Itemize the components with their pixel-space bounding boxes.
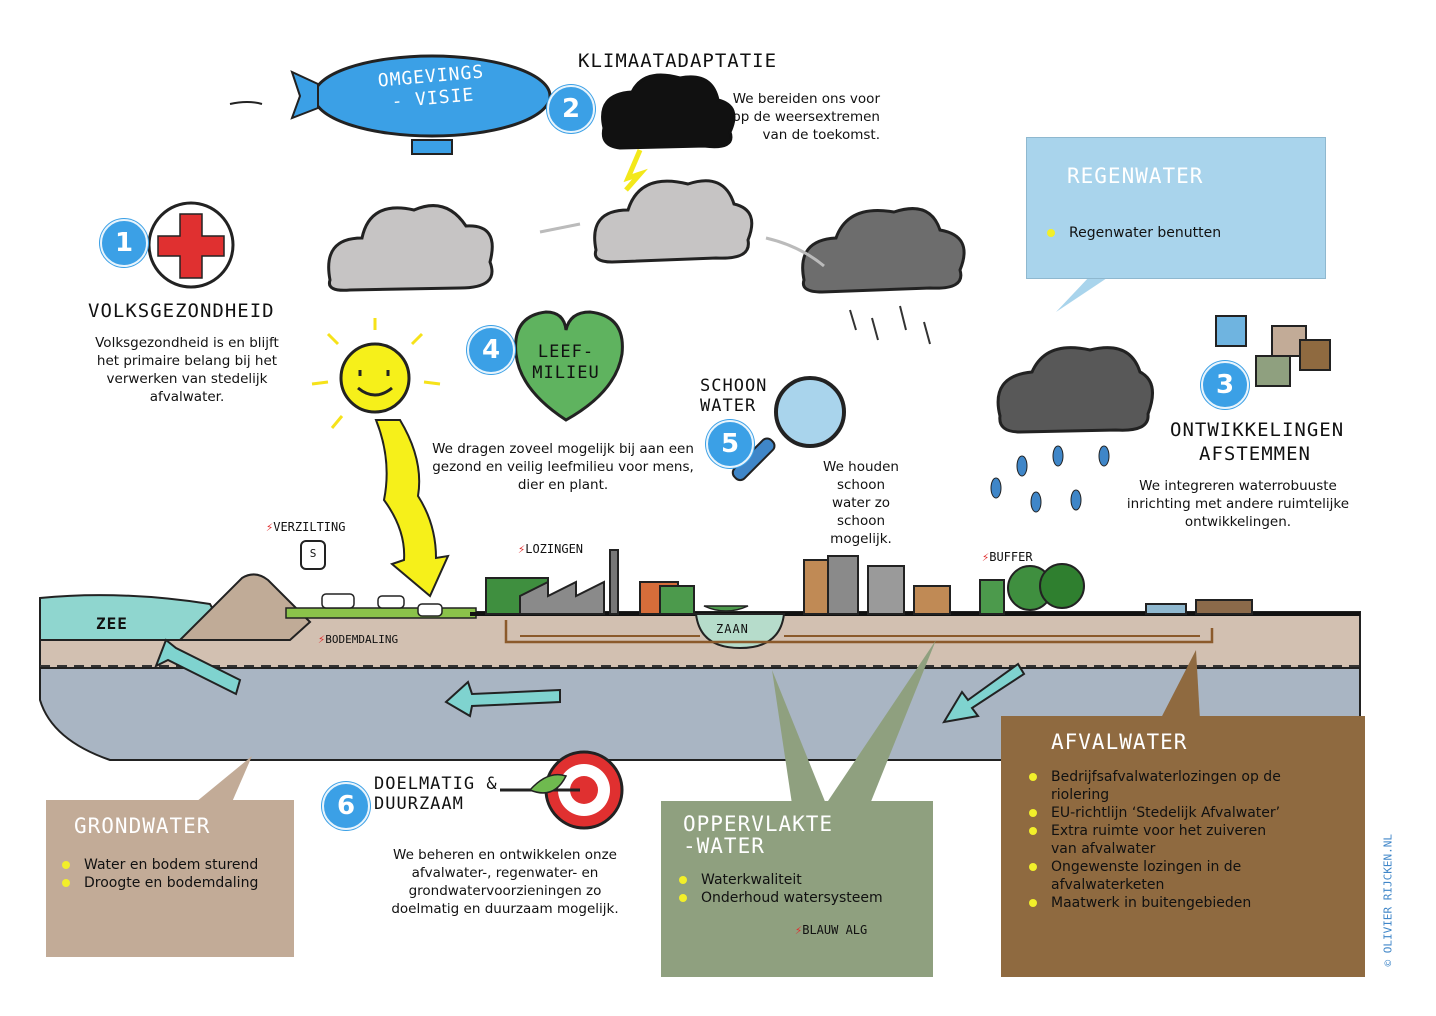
afvalwater-item: EU-richtlijn ‘Stedelijk Afvalwater’ bbox=[1025, 804, 1285, 822]
oppervlaktewater-title-line1: OPPERVLAKTE bbox=[683, 812, 834, 836]
afvalwater-item: Bedrijfsafvalwaterlozingen op de rioleri… bbox=[1025, 768, 1285, 804]
theme-1-text: Volksgezondheid is en blijft het primair… bbox=[95, 335, 279, 405]
verzilting-label: ⚡VERZILTING bbox=[266, 520, 345, 534]
afvalwater-title: AFVALWATER bbox=[1051, 730, 1188, 754]
theme-4-title-line1: LEEF- bbox=[537, 342, 595, 362]
buffer-bolt-icon: ⚡ bbox=[982, 550, 990, 564]
blauwalg-label: ⚡BLAUW ALG bbox=[795, 923, 867, 937]
grondwater-item: Water en bodem sturend bbox=[58, 856, 294, 874]
grondwater-item: Droogte en bodemdaling bbox=[58, 874, 294, 892]
sea bbox=[39, 594, 232, 641]
rain-drops bbox=[990, 445, 1110, 513]
theme-3-text: We integreren waterrobuuste inrichting m… bbox=[1126, 478, 1350, 530]
afvalwater-item: Maatwerk in buitengebieden bbox=[1025, 894, 1285, 912]
afvalwater-list: Bedrijfsafvalwaterlozingen op de rioleri… bbox=[1025, 768, 1285, 912]
buffer-label: ⚡BUFFER bbox=[982, 550, 1033, 564]
theme-6-title-line2: DUURZAAM bbox=[374, 794, 464, 814]
salt-shaker-icon: S bbox=[300, 540, 326, 570]
theme-4-title: LEEF- MILIEU bbox=[528, 342, 604, 384]
storm-cloud bbox=[601, 73, 736, 150]
theme-3-title: ONTWIKKELINGEN AFSTEMMEN bbox=[1170, 418, 1345, 466]
rain-cloud bbox=[996, 346, 1154, 434]
grondwater-list: Water en bodem sturend Droogte en bodemd… bbox=[58, 856, 294, 892]
bodemdaling-text: BODEMDALING bbox=[325, 633, 399, 646]
blauwalg-text: BLAUW ALG bbox=[802, 923, 868, 937]
sun-rays bbox=[311, 318, 441, 429]
flow-arrows bbox=[154, 638, 1026, 724]
theme-6-title-line1: DOELMATIG & bbox=[374, 774, 498, 794]
theme-3-title-line1: ONTWIKKELINGEN bbox=[1170, 419, 1345, 441]
oppervlaktewater-title: OPPERVLAKTE -WATER bbox=[683, 813, 933, 857]
grondwater-panel: GRONDWATER Water en bodem sturend Droogt… bbox=[46, 800, 294, 957]
lozingen-label: ⚡LOZINGEN bbox=[518, 542, 583, 556]
theme-1-title: VOLKSGEZONDHEID bbox=[88, 300, 275, 322]
puzzle-icon bbox=[1215, 315, 1331, 387]
blauwalg-bolt-icon: ⚡ bbox=[795, 923, 803, 937]
theme-number-5: 5 bbox=[706, 420, 754, 468]
verzilting-bolt-icon: ⚡ bbox=[266, 520, 274, 534]
theme-6-text: We beheren en ontwikkelen onze afvalwate… bbox=[391, 847, 619, 917]
afvalwater-item: Ongewenste lozingen in de afvalwaterkete… bbox=[1025, 858, 1285, 894]
cloud-gray-middle bbox=[593, 179, 754, 264]
regenwater-title: REGENWATER bbox=[1067, 164, 1204, 188]
factory-buildings bbox=[485, 549, 695, 615]
theme-5-title-line1: SCHOON bbox=[700, 376, 768, 396]
zee-label: ZEE bbox=[96, 614, 128, 633]
afvalwater-item: Extra ruimte voor het zuiveren van afval… bbox=[1025, 822, 1285, 858]
buffer-text: BUFFER bbox=[989, 550, 1033, 564]
theme-number-1: 1 bbox=[100, 219, 148, 267]
afvalwater-panel: AFVALWATER Bedrijfsafvalwaterlozingen op… bbox=[1001, 716, 1365, 977]
regenwater-panel: REGENWATER Regenwater benutten bbox=[1026, 137, 1326, 279]
theme-4-text: We dragen zoveel mogelijk bij aan een ge… bbox=[432, 441, 694, 493]
theme-4-title-line2: MILIEU bbox=[532, 363, 600, 383]
cloud-dark-right bbox=[801, 207, 966, 294]
theme-number-2: 2 bbox=[547, 85, 595, 133]
lozingen-bolt-icon: ⚡ bbox=[518, 542, 526, 556]
theme-number-4: 4 bbox=[467, 326, 515, 374]
verzilting-text: VERZILTING bbox=[273, 520, 346, 534]
theme-5-title-line2: WATER bbox=[700, 396, 757, 416]
town-buildings bbox=[803, 555, 1253, 615]
oppervlaktewater-list: Waterkwaliteit Onderhoud watersysteem bbox=[675, 871, 933, 907]
rain-streaks bbox=[849, 305, 931, 345]
oppervlaktewater-title-line2: -WATER bbox=[683, 834, 765, 858]
theme-3-title-line2: AFSTEMMEN bbox=[1199, 443, 1311, 465]
theme-5-title: SCHOON WATER bbox=[700, 376, 767, 416]
zaan-label: ZAAN bbox=[716, 622, 749, 636]
credit-text: © OLIVIER RIJCKEN.NL bbox=[1381, 834, 1395, 967]
regenwater-item: Regenwater benutten bbox=[1043, 224, 1325, 242]
grondwater-title: GRONDWATER bbox=[74, 814, 211, 838]
meadow bbox=[285, 607, 477, 619]
theme-2-title: KLIMAATADAPTATIE bbox=[578, 50, 778, 72]
salt-letter: S bbox=[309, 547, 317, 560]
bodemdaling-bolt-icon: ⚡ bbox=[318, 632, 326, 646]
cows bbox=[321, 593, 443, 617]
sunbeam-arrow bbox=[374, 419, 450, 598]
lightning-bolt bbox=[623, 149, 648, 192]
oppervlaktewater-item: Onderhoud watersysteem bbox=[675, 889, 933, 907]
zaan-river bbox=[694, 613, 786, 650]
sewer-pipe bbox=[504, 620, 1214, 644]
bodemdaling-label: ⚡BODEMDALING bbox=[318, 632, 398, 646]
regenwater-list: Regenwater benutten bbox=[1043, 224, 1325, 242]
theme-2-text: We bereiden ons voor op de weersextremen… bbox=[732, 91, 880, 143]
oppervlaktewater-panel: OPPERVLAKTE -WATER Waterkwaliteit Onderh… bbox=[661, 801, 933, 977]
heart-icon bbox=[514, 310, 624, 422]
lozingen-text: LOZINGEN bbox=[525, 542, 584, 556]
theme-5-text: We houden schoon water zo schoon mogelij… bbox=[823, 459, 899, 547]
oppervlaktewater-item: Waterkwaliteit bbox=[675, 871, 933, 889]
theme-number-3: 3 bbox=[1201, 361, 1249, 409]
cloud-gray-left bbox=[327, 204, 494, 292]
sun bbox=[339, 342, 411, 414]
magnifier-icon bbox=[774, 376, 846, 448]
theme-number-6: 6 bbox=[322, 782, 370, 830]
theme-6-title: DOELMATIG & DUURZAAM bbox=[374, 774, 498, 814]
